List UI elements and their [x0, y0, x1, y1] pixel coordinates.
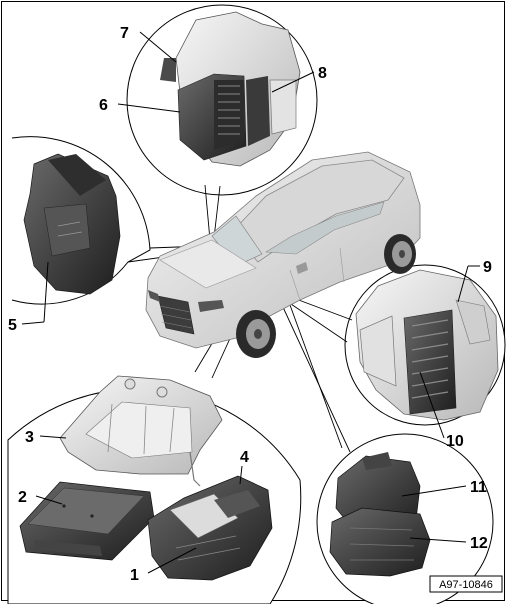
callout-6: 6	[99, 97, 108, 114]
callout-7: 7	[120, 25, 129, 42]
callout-leaders	[21, 31, 480, 574]
callout-11: 11	[470, 479, 487, 496]
relay-bracket-3	[59, 375, 223, 487]
car-illustration	[145, 151, 421, 358]
relay-carrier-bracket-top	[160, 11, 301, 167]
callout-12: 12	[470, 535, 488, 552]
callout-8: 8	[318, 65, 327, 82]
reference-box: A97-10846	[429, 575, 503, 593]
callout-3: 3	[25, 429, 34, 446]
reference-code: A97-10846	[439, 579, 493, 591]
relay-carrier-left	[23, 153, 121, 295]
callout-2: 2	[18, 489, 27, 506]
callout-9: 9	[483, 259, 492, 276]
callout-1: 1	[130, 567, 139, 584]
relay-carrier-right	[355, 269, 499, 421]
callout-10: 10	[446, 433, 464, 450]
callout-4: 4	[240, 449, 249, 466]
relays-bottom-right	[329, 452, 431, 577]
callout-5: 5	[8, 317, 17, 334]
relay-carrier-1-4	[147, 475, 273, 581]
